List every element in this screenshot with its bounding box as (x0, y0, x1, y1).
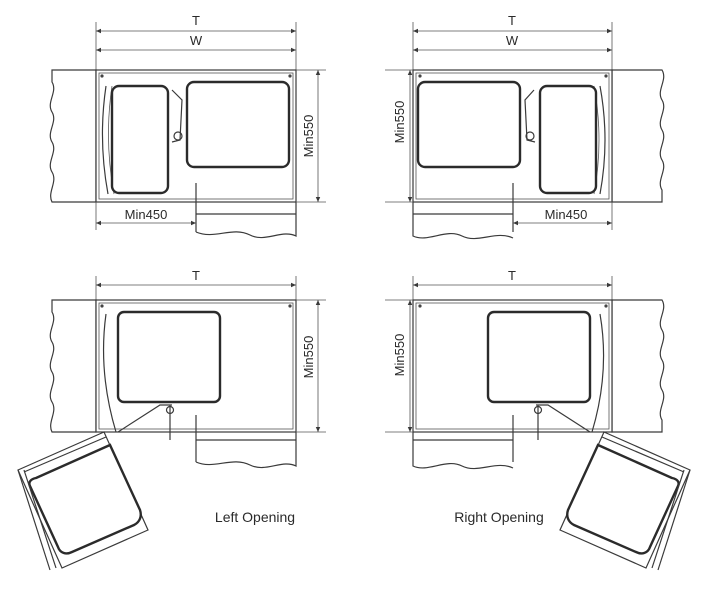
door-panel (412, 432, 514, 470)
door-panel (195, 432, 297, 469)
depth-label: Min550 (392, 334, 407, 377)
diagram-top-right: T W Min550 Min450 (385, 13, 665, 240)
depth-label: Min550 (392, 101, 407, 144)
small-basket (538, 84, 598, 195)
depth-label: Min550 (301, 115, 316, 158)
adjacent-cabinet (611, 299, 665, 433)
door-panel (412, 202, 514, 240)
inner-width-label: W (506, 33, 519, 48)
min-depth-label: Min450 (545, 207, 588, 222)
diagram-bottom-right: T Min550 Right Opening (385, 268, 691, 571)
diagram-bottom-left: T Min550 Left Opening (17, 268, 326, 571)
door-panel (195, 202, 297, 239)
large-basket (185, 80, 291, 169)
caption-right-opening: Right Opening (454, 509, 544, 525)
adjacent-cabinet (49, 69, 97, 203)
inner-width-label: W (190, 33, 203, 48)
adjacent-cabinet (49, 299, 97, 433)
total-width-label: T (192, 268, 200, 283)
pull-out-arm (536, 404, 591, 433)
small-basket (110, 84, 170, 195)
swing-path (101, 85, 109, 195)
rear-basket (116, 310, 222, 404)
rear-basket (486, 310, 592, 404)
large-basket (416, 80, 522, 169)
total-width-label: T (192, 13, 200, 28)
diagram-top-left: T W Min550 Min450 (49, 13, 326, 239)
hinge-mechanism (171, 89, 183, 143)
hinge-mechanism (524, 89, 536, 143)
swung-out-basket (17, 431, 149, 571)
adjacent-cabinet (611, 69, 665, 203)
total-width-label: T (508, 13, 516, 28)
swing-path (102, 313, 117, 433)
pull-out-arm (117, 404, 172, 433)
caption-left-opening: Left Opening (215, 509, 295, 525)
total-width-label: T (508, 268, 516, 283)
swung-out-basket (559, 431, 691, 571)
swing-path (599, 85, 606, 195)
swing-path (591, 313, 605, 433)
min-depth-label: Min450 (125, 207, 168, 222)
depth-label: Min550 (301, 336, 316, 379)
